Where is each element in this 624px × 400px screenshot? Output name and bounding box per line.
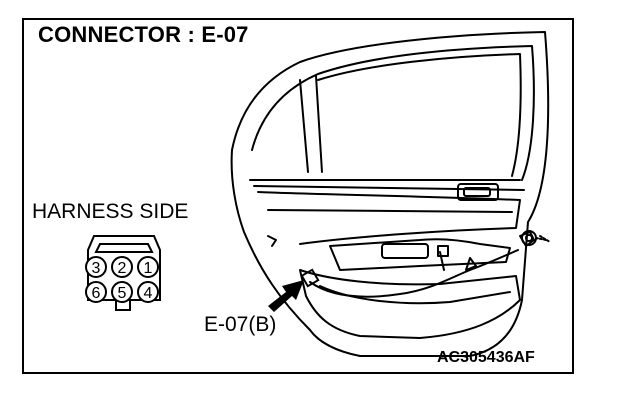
connector-title: CONNECTOR : E-07 [38, 22, 249, 47]
pin-1 [137, 256, 159, 278]
pin-6 [85, 281, 107, 303]
connector-face-icon [85, 235, 161, 311]
pin-label: 2 [118, 260, 127, 277]
pin-label: 3 [92, 260, 101, 277]
pin-label: 4 [144, 285, 153, 302]
pin-label: 6 [92, 285, 101, 302]
pin-3 [85, 256, 107, 278]
pin-label: 5 [118, 285, 127, 302]
harness-side-label: HARNESS SIDE [32, 200, 189, 223]
rear-door-drawing [230, 31, 551, 357]
connector-callout-label: E-07(B) [204, 313, 277, 336]
pin-4 [137, 281, 159, 303]
figure-reference-code: AC305436AF [437, 349, 535, 366]
diagram-frame [22, 18, 574, 374]
callout-arrow-icon [268, 280, 304, 312]
pin-5 [111, 281, 133, 303]
pin-label: 1 [144, 260, 153, 277]
pin-2 [111, 256, 133, 278]
door-connector [300, 268, 320, 288]
